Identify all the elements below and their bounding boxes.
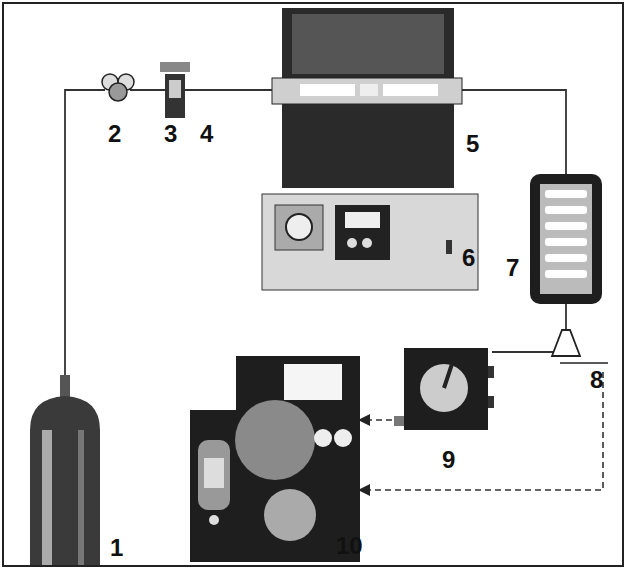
frame (3, 3, 623, 566)
callout-number: 2 (108, 122, 121, 146)
callout-number: 6 (462, 246, 475, 270)
flow-meter (160, 62, 190, 118)
callout-number: 4 (200, 122, 213, 146)
temperature-controller (262, 194, 478, 290)
gas-analyzer (190, 356, 360, 562)
collection-flask (552, 330, 608, 363)
callout-number: 8 (590, 368, 603, 392)
pressure-regulator (102, 74, 134, 101)
callout-number: 3 (164, 122, 177, 146)
callout-number: 1 (110, 536, 123, 560)
callout-number: 5 (466, 132, 479, 156)
callout-number: 7 (506, 256, 519, 280)
tube-furnace (272, 8, 462, 188)
gas-cylinder (30, 375, 100, 565)
condenser (530, 174, 602, 304)
callout-number: 10 (336, 534, 363, 558)
pump (394, 348, 494, 430)
callout-number: 9 (442, 448, 455, 472)
